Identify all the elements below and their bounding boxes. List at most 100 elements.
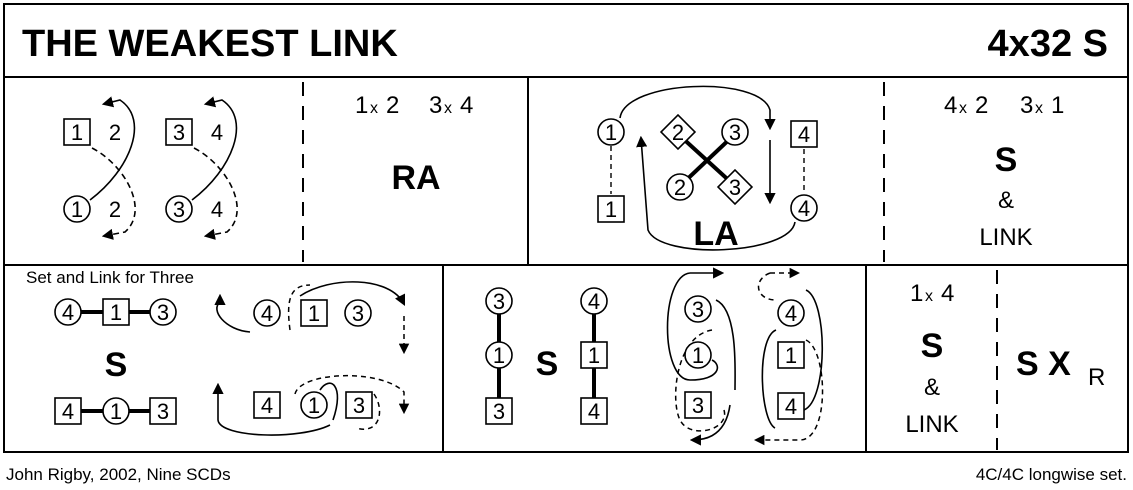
- woman-circle: [684, 295, 712, 323]
- path-arrow: [91, 147, 136, 240]
- dancer-label: 3: [157, 399, 169, 424]
- figure-name: LA: [693, 215, 738, 253]
- dancer-label: 4: [62, 300, 74, 325]
- dancer-label: 1: [493, 343, 505, 368]
- man-square: [684, 391, 712, 419]
- dancer-label: 1: [605, 197, 617, 222]
- dancer-label: 1: [588, 343, 600, 368]
- woman-circle: [63, 195, 91, 223]
- woman-circle: [777, 299, 805, 327]
- path-arrow: [355, 393, 381, 430]
- dancer-label: 4: [798, 196, 810, 221]
- man-square: [149, 397, 177, 425]
- dancer-label: 4: [588, 399, 600, 424]
- figure-name: S: [536, 345, 559, 383]
- woman-circle: [102, 397, 130, 425]
- footer-credit: John Rigby, 2002, Nine SCDs: [6, 465, 231, 484]
- woman-circle: [300, 391, 328, 419]
- dancer-label: 4: [798, 122, 810, 147]
- path-arrow: [89, 96, 136, 201]
- couple-number: 4: [941, 280, 954, 307]
- dancer-label: 4: [211, 197, 223, 222]
- woman-circle: [666, 173, 694, 201]
- couple-number: 3: [429, 92, 442, 119]
- dancer-label: 1: [605, 120, 617, 145]
- figure-subscript: R: [1088, 364, 1105, 391]
- times-sign: x: [1035, 100, 1043, 117]
- path-arrow: [619, 85, 776, 131]
- woman-circle: [721, 118, 749, 146]
- path-arrow: [803, 289, 824, 411]
- dancer-label: 3: [173, 197, 185, 222]
- man-square: [102, 298, 130, 326]
- path-arrow: [319, 382, 339, 421]
- path-arrow: [715, 299, 736, 391]
- dancer-label: 4: [62, 399, 74, 424]
- woman-circle: [597, 118, 625, 146]
- man-square: [485, 397, 513, 425]
- couple-number: 3: [1020, 92, 1033, 119]
- woman-circle: [149, 298, 177, 326]
- dancer-label: 2: [672, 120, 684, 145]
- ampersand: &: [998, 187, 1014, 214]
- path-arrow: [193, 147, 238, 240]
- path-arrow: [666, 272, 719, 381]
- dancer-label: 3: [692, 393, 704, 418]
- r2-bar2: 3 1 3 S 4 1 4 3 1 3 4 1 4: [485, 267, 824, 446]
- man-square: [580, 341, 608, 369]
- figure-name: S: [995, 141, 1018, 179]
- man-diamond: [659, 113, 697, 151]
- path-arrow: [636, 135, 796, 251]
- woman-circle: [580, 287, 608, 315]
- woman-circle: [344, 299, 372, 327]
- dancer-label: 3: [493, 399, 505, 424]
- path-arrow: [299, 281, 406, 307]
- dancer-label: 1: [71, 120, 83, 145]
- path-arrow: [761, 329, 777, 429]
- outer-frame: [3, 3, 1129, 453]
- figure-name: LINK: [979, 224, 1032, 251]
- times-sign: x: [959, 100, 967, 117]
- woman-circle: [485, 287, 513, 315]
- dancer-label: 4: [261, 393, 273, 418]
- woman-circle: [165, 195, 193, 223]
- dancer-label: 3: [729, 120, 741, 145]
- couple-number: 1: [910, 280, 923, 307]
- dancer-label: 1: [308, 393, 320, 418]
- times-sign: x: [370, 100, 378, 117]
- figure-name: S: [921, 327, 944, 365]
- dancer-label: 1: [692, 343, 704, 368]
- man-square: [597, 195, 625, 223]
- woman-circle: [684, 341, 712, 369]
- dancer-label: 1: [308, 301, 320, 326]
- dancer-label: 3: [493, 289, 505, 314]
- figure-name: S X: [1016, 345, 1071, 383]
- r1-bar2: 1 x 2 3 x 4 RA: [355, 92, 473, 197]
- dancer-label: 1: [71, 197, 83, 222]
- couple-number: 4: [460, 92, 473, 119]
- man-square: [63, 118, 91, 146]
- r2-bar3: 1 x 4 S & LINK: [905, 280, 958, 438]
- dancer-label: 4: [785, 394, 797, 419]
- path-arrow: [212, 382, 331, 436]
- r1-bar4: 4 x 2 3 x 1 S & LINK: [944, 92, 1064, 251]
- couple-number: 4: [944, 92, 957, 119]
- man-square: [54, 397, 82, 425]
- man-square: [777, 392, 805, 420]
- man-square: [345, 391, 373, 419]
- r1-bar3-diagram: 1 2 3 4 2 3 1 4 LA: [597, 85, 818, 253]
- r2-bar4: S X R: [1016, 345, 1105, 391]
- dance-code: 4x32 S: [988, 23, 1108, 65]
- woman-circle: [790, 194, 818, 222]
- path-arrow: [757, 272, 777, 301]
- path-arrow: [191, 96, 238, 201]
- r1-bar1-diagram: 1 2 3 4 1 2 3 4: [63, 96, 238, 240]
- r2-bar1: Set and Link for Three 4 1 3 S 4 1 3 4 1…: [26, 268, 410, 436]
- dancer-label: 4: [261, 301, 273, 326]
- caption: Set and Link for Three: [26, 268, 194, 287]
- dancer-label: 2: [109, 120, 121, 145]
- dancer-label: 3: [353, 393, 365, 418]
- couple-number: 2: [975, 92, 988, 119]
- dancer-label: 2: [109, 197, 121, 222]
